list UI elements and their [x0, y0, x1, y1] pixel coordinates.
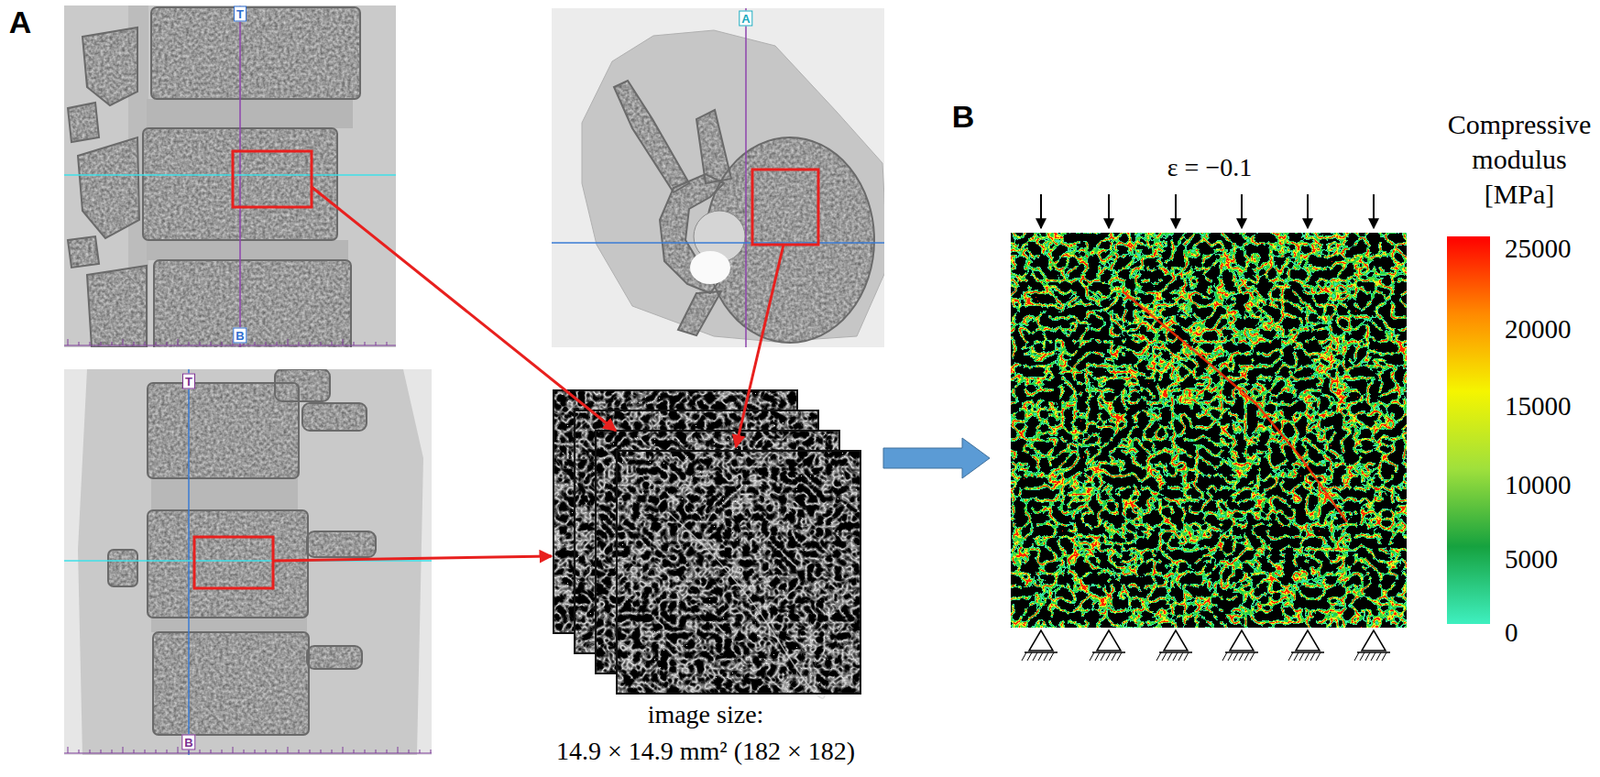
- slice-stack: [553, 390, 861, 699]
- fe-model-map: [1010, 232, 1407, 628]
- view-marker: A: [738, 10, 753, 27]
- caption: 14.9 × 14.9 mm² (182 × 182): [556, 733, 855, 770]
- fe-model: ε = −0.1: [1003, 151, 1416, 637]
- tick-label: 10000: [1504, 469, 1572, 502]
- panel-letter: A: [9, 3, 33, 42]
- block-arrow: [883, 438, 990, 479]
- image-stack: image size:14.9 × 14.9 mm² (182 × 182): [540, 380, 871, 770]
- load-label: ε = −0.1: [1167, 151, 1252, 185]
- ruler: [64, 339, 396, 346]
- caption: image size:: [647, 696, 765, 734]
- tick-label: 20000: [1504, 313, 1572, 346]
- ruler: [64, 746, 432, 754]
- tick-label: 25000: [1504, 232, 1572, 265]
- view-marker: B: [232, 328, 247, 344]
- tick-label: 15000: [1504, 390, 1572, 423]
- red-arrow: [273, 186, 784, 561]
- colorbar: [1446, 236, 1491, 625]
- tick-label: 0: [1504, 616, 1519, 649]
- view-marker: B: [181, 734, 196, 751]
- ct-axial: [551, 8, 885, 348]
- colorbar-title: Compressive modulus [MPa]: [1436, 107, 1600, 212]
- tick-label: 5000: [1504, 543, 1558, 576]
- ct-sagittal: [64, 5, 396, 348]
- ct-coronal: [64, 369, 432, 756]
- panel-letter: B: [952, 98, 976, 136]
- view-marker: T: [182, 373, 196, 390]
- pin-support: [1021, 630, 1391, 661]
- view-marker: T: [233, 6, 247, 22]
- load-arrow: [1041, 194, 1374, 229]
